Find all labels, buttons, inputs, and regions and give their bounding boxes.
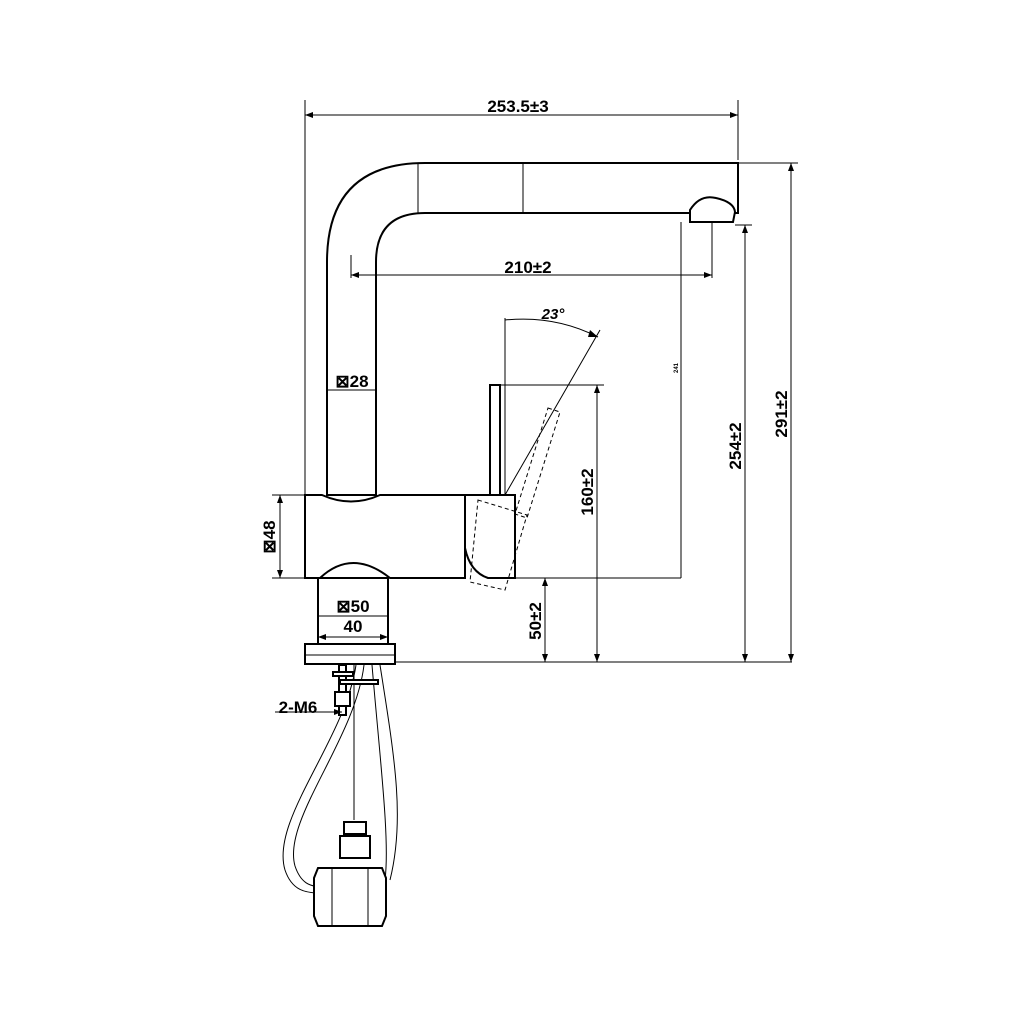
label-outlet-height: 254±2 — [726, 422, 745, 469]
pullout-hose-inner — [293, 664, 365, 889]
label-body-section: ⊠48 — [260, 520, 279, 553]
label-small-annotation: 241 — [674, 362, 680, 373]
hose-weight — [313, 867, 387, 927]
dimension-lines — [272, 100, 798, 715]
label-lever-angle: 23° — [541, 306, 566, 323]
hose-nut-2 — [339, 835, 371, 859]
label-body-height: 50±2 — [526, 602, 545, 640]
lever-tilted-dashed — [514, 407, 561, 519]
label-base-width: 40 — [344, 617, 363, 636]
mounting-plate — [304, 643, 396, 665]
label-overall-width: 253.5±3 — [487, 97, 548, 116]
supply-hose-1 — [371, 664, 387, 881]
dimension-labels: 253.5±3 210±2 23° ⊠28 ⊠48 ⊠50 40 2-M6 24… — [260, 97, 791, 717]
cartridge — [464, 494, 516, 579]
label-spout-reach: 210±2 — [504, 258, 551, 277]
label-base-section: ⊠50 — [336, 597, 369, 616]
base — [317, 577, 389, 645]
cartridge-tilted-dashed — [469, 499, 528, 591]
main-body — [304, 494, 466, 579]
supply-hose-2 — [379, 664, 398, 881]
hose-nut — [343, 821, 367, 835]
spray-nozzle — [689, 196, 737, 223]
lever-stem — [489, 384, 501, 496]
rod-washer — [332, 671, 354, 677]
label-overall-height: 291±2 — [772, 390, 791, 437]
label-mount-thread: 2-M6 — [279, 698, 318, 717]
label-tube-section: ⊠28 — [335, 372, 368, 391]
rod-washer-2 — [339, 679, 379, 685]
supply-hoses — [282, 664, 398, 927]
threaded-rod — [338, 664, 347, 716]
rod-nut — [334, 691, 351, 707]
pullout-hose — [282, 664, 357, 896]
spout-tube — [326, 162, 739, 496]
label-lever-height: 160±2 — [578, 468, 597, 515]
faucet-outline — [304, 162, 739, 665]
